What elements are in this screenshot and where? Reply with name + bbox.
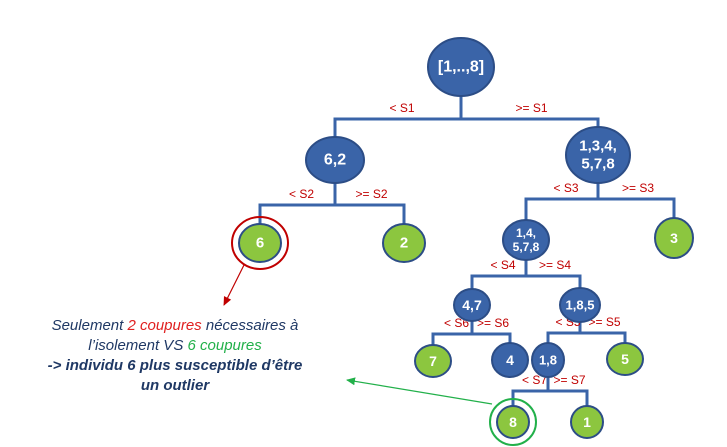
tree-node-leaf8: 8 xyxy=(489,398,537,446)
node-label: 7 xyxy=(429,353,437,369)
node-label: [1,..,8] xyxy=(438,59,484,76)
node-shape xyxy=(531,342,565,378)
tree-node-n185: 1,8,5 xyxy=(559,287,601,323)
node-label: 1,4, xyxy=(516,226,536,240)
tree-node-leaf5: 5 xyxy=(606,342,644,376)
tree-node-leaf3: 3 xyxy=(654,217,694,259)
node-shape xyxy=(491,342,529,378)
node-shape xyxy=(570,405,604,439)
caption-2-coupures: 2 coupures xyxy=(127,317,202,334)
tree-node-leaf7: 7 xyxy=(414,344,452,378)
split-label-left-n62: < S2 xyxy=(289,187,314,201)
node-label: 1,8,5 xyxy=(566,298,595,313)
tree-node-n18: 1,8 xyxy=(531,342,565,378)
caption-line-4: un outlier xyxy=(140,377,210,394)
caption-line-2: l’isolement VS 6 coupures xyxy=(20,336,330,356)
tree-node-leaf2: 2 xyxy=(382,223,426,263)
tree-node-leaf6: 6 xyxy=(231,216,289,270)
node-label: 6 xyxy=(256,235,264,252)
node-shape xyxy=(305,136,365,184)
split-label-left-n14578: < S4 xyxy=(490,258,515,272)
highlight-ring-red xyxy=(231,216,289,270)
split-label-right-root: >= S1 xyxy=(515,101,547,115)
node-label: 1,3,4, xyxy=(579,138,617,155)
node-shape xyxy=(453,288,491,322)
node-label: 1,8 xyxy=(539,353,557,368)
node-label: 2 xyxy=(400,235,408,252)
caption-necessaires: nécessaires à xyxy=(201,317,299,334)
node-shape xyxy=(427,37,495,97)
split-label-right-n14578: >= S4 xyxy=(539,258,571,272)
node-shape xyxy=(496,405,530,439)
split-label-left-n134578: < S3 xyxy=(553,181,578,195)
node-shape xyxy=(414,344,452,378)
split-edge-root xyxy=(333,96,600,137)
node-shape xyxy=(559,287,601,323)
tree-node-n14578: 1,4,5,7,8 xyxy=(502,219,550,261)
split-edge-n47 xyxy=(431,321,512,345)
caption-text: Seulement 2 coupures nécessaires à l’iso… xyxy=(20,316,330,396)
node-label: 4 xyxy=(506,352,514,368)
split-edge-n134578 xyxy=(524,183,676,220)
node-label: 8 xyxy=(509,414,517,430)
node-label: 1 xyxy=(583,414,591,430)
split-label-right-n185: >= S5 xyxy=(588,315,620,329)
node-label: 4,7 xyxy=(462,297,482,313)
tree-node-leaf1: 1 xyxy=(570,405,604,439)
tree-node-leaf4: 4 xyxy=(491,342,529,378)
split-label-right-n62: >= S2 xyxy=(355,187,387,201)
split-label-right-n134578: >= S3 xyxy=(622,181,654,195)
tree-node-n62: 6,2 xyxy=(305,136,365,184)
split-label-left-n18: < S7 xyxy=(522,373,547,387)
node-shape xyxy=(606,342,644,376)
node-shape xyxy=(654,217,694,259)
split-label-right-n47: >= S6 xyxy=(477,316,509,330)
split-edge-n14578 xyxy=(470,260,582,289)
split-edge-n185 xyxy=(546,322,627,343)
node-shape xyxy=(238,223,282,263)
split-edge-n62 xyxy=(258,183,406,224)
node-shape xyxy=(382,223,426,263)
caption-isolement: l’isolement VS xyxy=(88,337,188,354)
caption-line-1: Seulement 2 coupures nécessaires à xyxy=(20,316,330,336)
red-pointer-arrow xyxy=(223,264,245,306)
tree-node-n134578: 1,3,4,5,7,8 xyxy=(565,126,631,184)
node-label: 5,7,8 xyxy=(581,156,614,173)
node-label: 5,7,8 xyxy=(513,240,540,254)
split-label-left-root: < S1 xyxy=(389,101,414,115)
caption-line-3: -> individu 6 plus susceptible d’être xyxy=(47,357,303,374)
caption-6-coupures: 6 coupures xyxy=(187,337,262,354)
green-pointer-arrow xyxy=(346,377,493,405)
highlight-ring-green xyxy=(489,398,537,446)
split-label-right-n18: >= S7 xyxy=(553,373,585,387)
node-label: 5 xyxy=(621,351,629,367)
node-shape xyxy=(565,126,631,184)
node-label: 3 xyxy=(670,230,678,246)
node-label: 6,2 xyxy=(324,152,346,169)
node-shape xyxy=(502,219,550,261)
caption-seulement: Seulement xyxy=(51,317,128,334)
tree-node-root: [1,..,8] xyxy=(427,37,495,97)
tree-node-n47: 4,7 xyxy=(453,288,491,322)
